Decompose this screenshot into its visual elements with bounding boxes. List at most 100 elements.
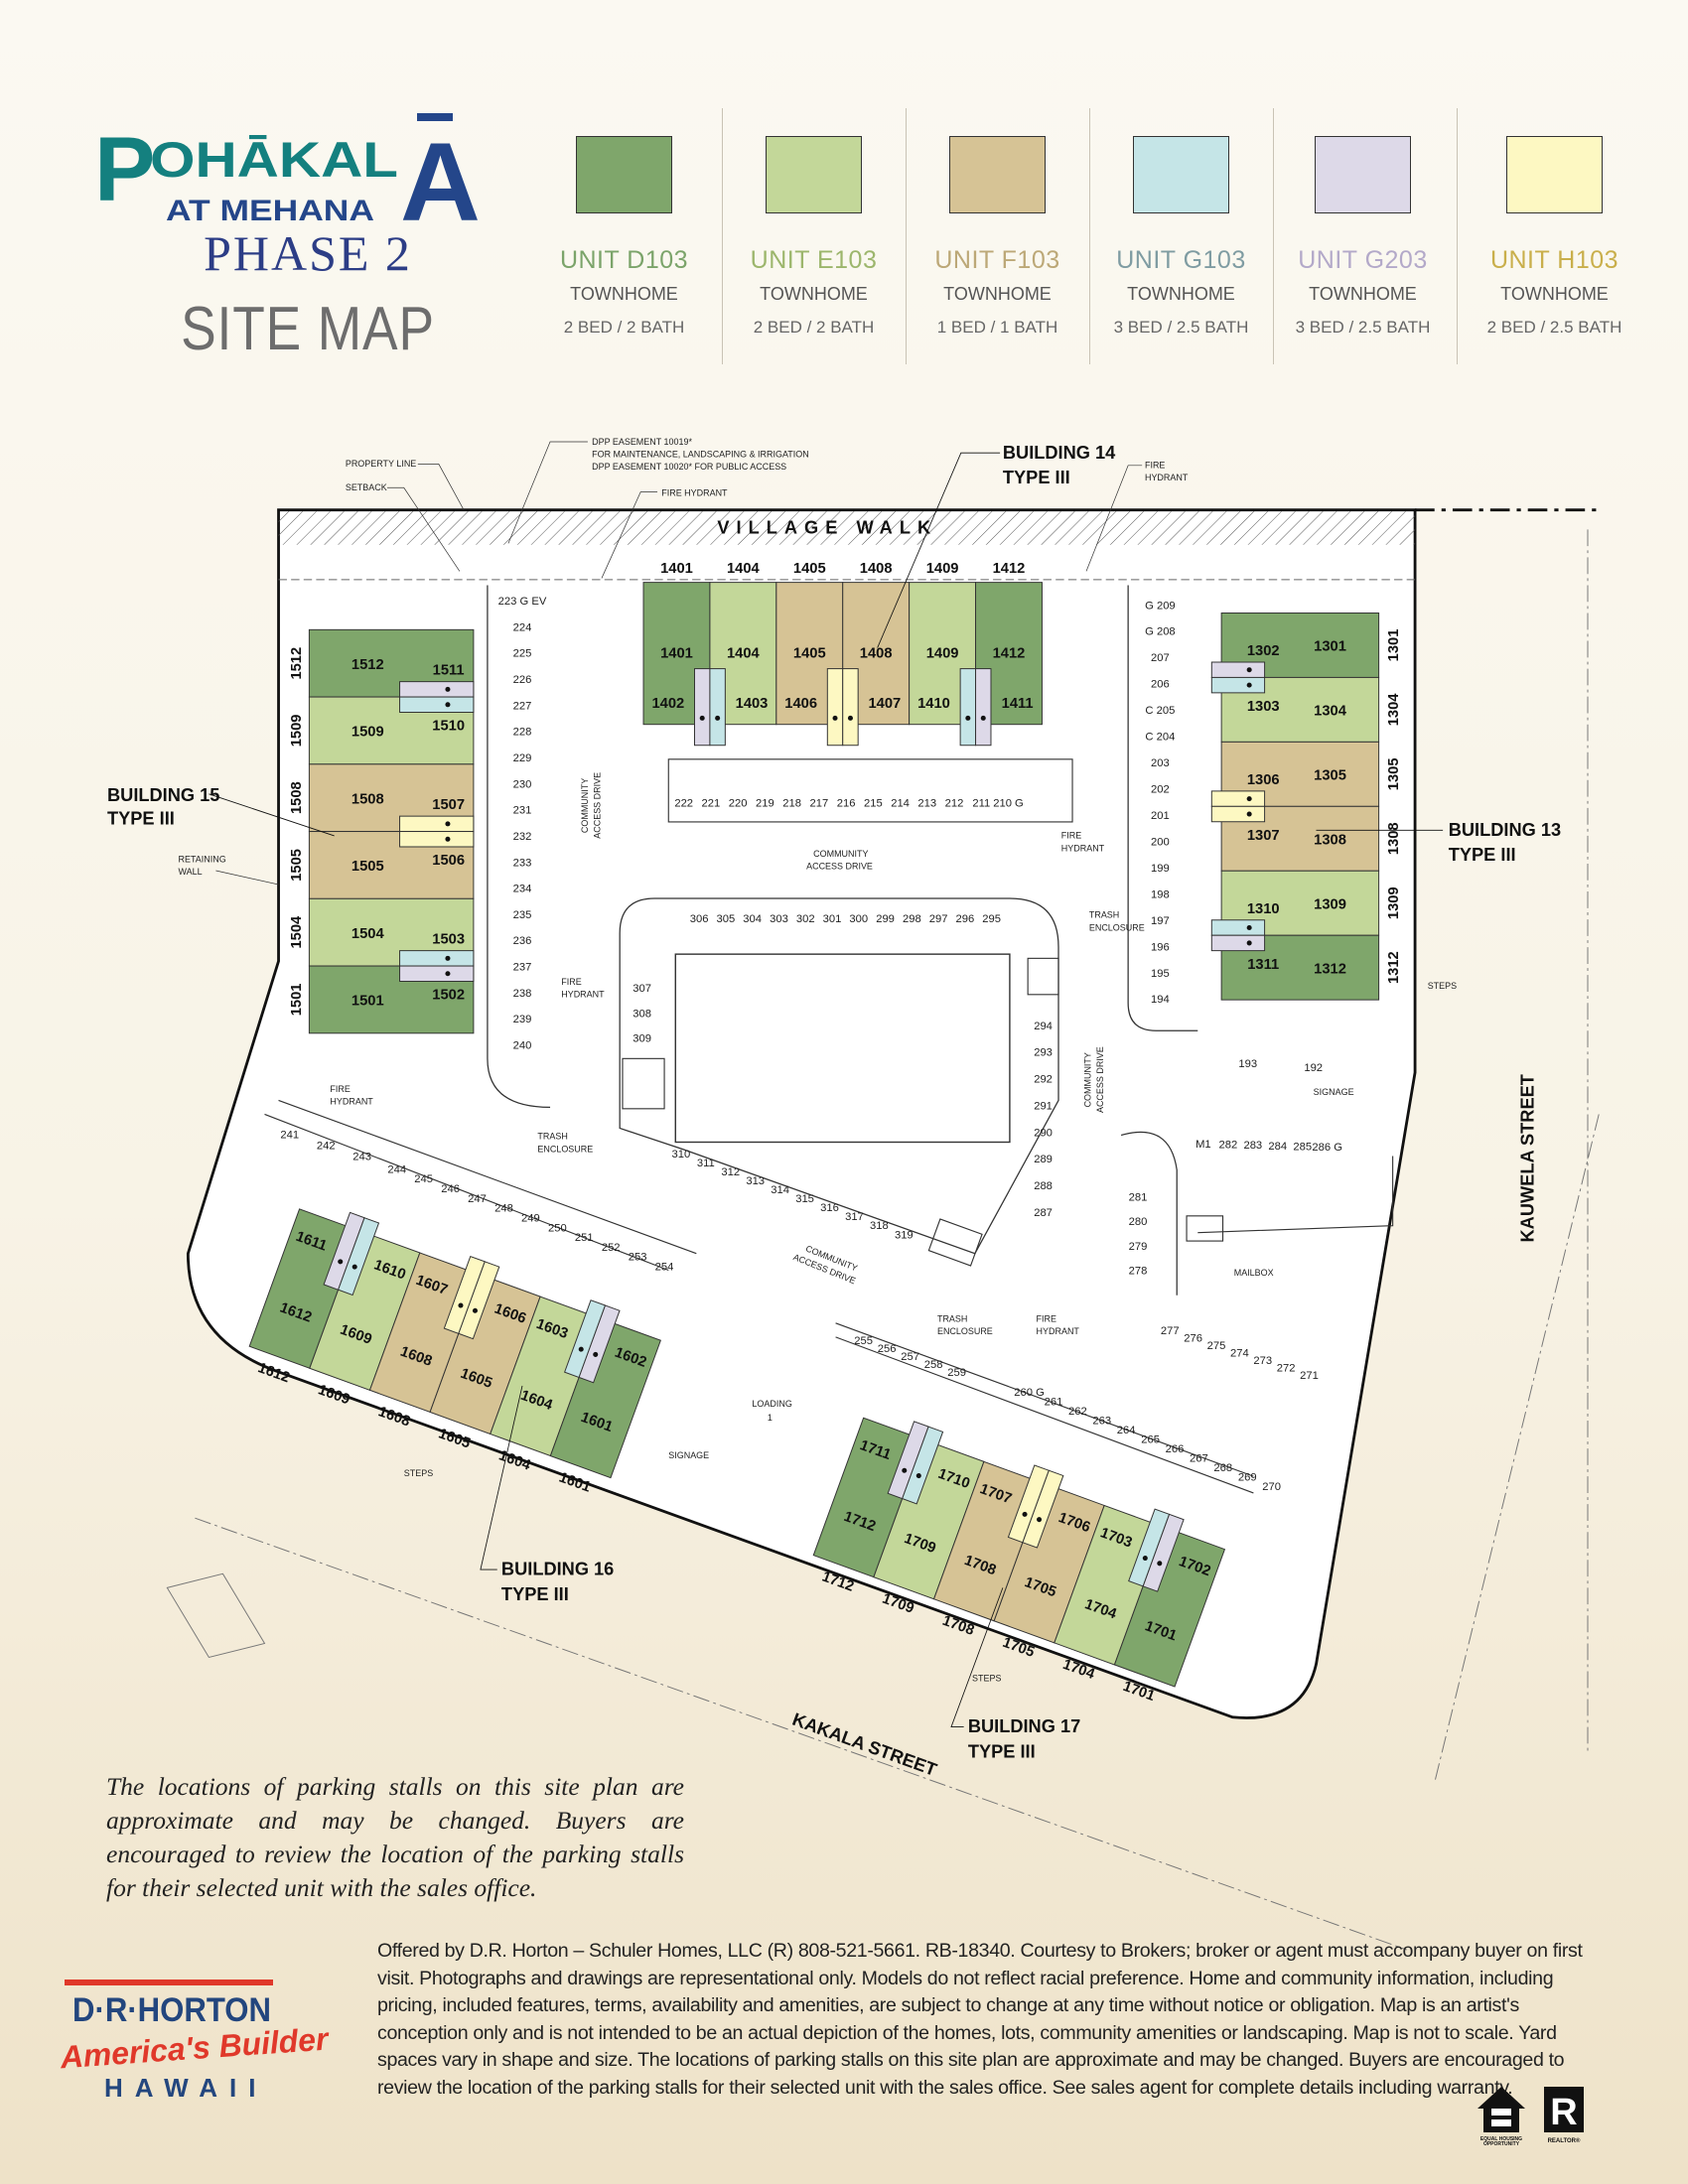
- parking-stall: 319: [895, 1229, 914, 1241]
- unit-type: TOWNHOME: [943, 284, 1052, 304]
- svg-text:A: A: [400, 120, 481, 228]
- annotation-access-drive: ACCESS DRIVE: [806, 862, 873, 872]
- legend-divider: [906, 108, 907, 364]
- unit-name: UNIT D103: [559, 246, 689, 274]
- parking-stall: 250: [548, 1222, 567, 1234]
- unit-1702[interactable]: [1142, 1513, 1185, 1592]
- page-title: SITE MAP: [181, 295, 435, 363]
- unit-name: UNIT H103: [1489, 246, 1619, 274]
- unit-label: 1407: [868, 696, 901, 712]
- parking-stall: 266: [1166, 1443, 1185, 1455]
- parking-stall: 290: [1034, 1127, 1053, 1139]
- parking-stall: 206: [1151, 679, 1170, 691]
- unit-entry-dot: [593, 1351, 599, 1357]
- unit-1606[interactable]: [458, 1261, 500, 1340]
- unit-1507[interactable]: [399, 815, 475, 833]
- parking-stall: 254: [655, 1262, 674, 1274]
- unit-1701[interactable]: [1113, 1526, 1226, 1688]
- unit-1710[interactable]: [902, 1426, 944, 1505]
- svg-text:OPPORTUNITY: OPPORTUNITY: [1483, 2141, 1520, 2146]
- parking-stall: 301: [823, 913, 842, 925]
- parking-stall: 233: [513, 857, 532, 869]
- unit-1311[interactable]: [1210, 934, 1266, 952]
- unit-1406[interactable]: [826, 668, 844, 747]
- parking-stall: 278: [1129, 1266, 1148, 1278]
- annotation-hydrant: HYDRANT: [561, 990, 605, 1000]
- legend-divider: [1457, 108, 1458, 364]
- parking-stall: 306: [690, 913, 709, 925]
- unit-label: 1303: [1247, 699, 1280, 715]
- parking-stall: 215: [864, 797, 883, 809]
- parking-stall: 217: [810, 797, 829, 809]
- parking-stall: 304: [743, 913, 762, 925]
- svg-text:TYPE III: TYPE III: [107, 808, 175, 829]
- unit-1511[interactable]: [399, 681, 475, 698]
- unit-1403[interactable]: [709, 668, 726, 747]
- building-14: 1401140114041404140514051408140814091409…: [642, 561, 1043, 747]
- parking-stall: 225: [513, 648, 532, 660]
- unit-1407[interactable]: [842, 668, 859, 747]
- unit-1506[interactable]: [399, 831, 475, 848]
- unit-label: 1311: [1247, 957, 1279, 973]
- unit-1310[interactable]: [1210, 919, 1266, 936]
- annotation-setback: SETBACK: [346, 482, 387, 492]
- unit-label: 1312: [1314, 961, 1346, 977]
- parking-stall: 264: [1117, 1425, 1136, 1436]
- unit-1411[interactable]: [975, 668, 992, 747]
- parking-stall: 298: [903, 913, 921, 925]
- unit-beds: 3 BED / 2.5 BATH: [1295, 318, 1431, 337]
- unit-1610[interactable]: [337, 1217, 380, 1297]
- unit-1303[interactable]: [1210, 676, 1266, 694]
- annotation-fire: FIRE: [1145, 461, 1165, 471]
- unit-label: 1308: [1314, 832, 1346, 848]
- unit-side-label: 1508: [289, 781, 305, 814]
- unit-1302[interactable]: [1210, 661, 1266, 678]
- unit-1410[interactable]: [959, 668, 977, 747]
- unit-side-label: 1308: [1386, 822, 1402, 855]
- unit-entry-dot: [458, 1302, 464, 1308]
- annotation-enclosure: ENCLOSURE: [1089, 922, 1145, 932]
- unit-beds: 3 BED / 2.5 BATH: [1113, 318, 1249, 337]
- parking-stall: 263: [1092, 1415, 1111, 1427]
- unit-entry-dot: [965, 715, 971, 721]
- parking-stall: 212: [945, 797, 964, 809]
- dr-horton-logo: D·R·HORTON America's Builder HAWAII: [59, 1979, 331, 2103]
- parking-stall: 252: [602, 1242, 621, 1254]
- unit-1510[interactable]: [399, 696, 475, 713]
- unit-1306[interactable]: [1210, 790, 1266, 807]
- parking-stall: 313: [746, 1175, 765, 1187]
- unit-entry-dot: [1246, 924, 1252, 931]
- parking-stall: 309: [633, 1033, 651, 1045]
- unit-1602[interactable]: [578, 1304, 621, 1384]
- annotation-fire: FIRE: [1061, 831, 1081, 841]
- unit-1706[interactable]: [1022, 1469, 1064, 1549]
- annotation-hydrant: HYDRANT: [1037, 1326, 1080, 1336]
- unit-1503[interactable]: [399, 950, 475, 967]
- parking-row-west-column: 223 G EV22422522622722822923023123223323…: [498, 596, 547, 1051]
- parking-stall: 238: [513, 988, 532, 1000]
- unit-1307[interactable]: [1210, 805, 1266, 823]
- parking-stall: 307: [633, 983, 651, 995]
- unit-entry-dot: [1022, 1511, 1028, 1517]
- unit-1601[interactable]: [549, 1317, 661, 1479]
- parking-stall: 230: [513, 778, 532, 790]
- unit-label: 1508: [352, 791, 384, 807]
- parking-stall: 255: [854, 1335, 873, 1347]
- unit-side-label: 1409: [926, 561, 959, 577]
- unit-entry-dot: [445, 971, 451, 977]
- unit-label: 1506: [432, 853, 465, 869]
- parking-stall: 277: [1161, 1325, 1180, 1337]
- parking-stall: 203: [1151, 757, 1170, 769]
- parking-stall: 220: [729, 797, 748, 809]
- unit-side-label: 1512: [289, 647, 305, 680]
- parking-stall: 261: [1045, 1396, 1063, 1408]
- annotation-access-drive: ACCESS DRIVE: [1095, 1046, 1105, 1113]
- unit-1502[interactable]: [399, 965, 475, 982]
- unit-1402[interactable]: [694, 668, 711, 747]
- parking-stall: 219: [756, 797, 774, 809]
